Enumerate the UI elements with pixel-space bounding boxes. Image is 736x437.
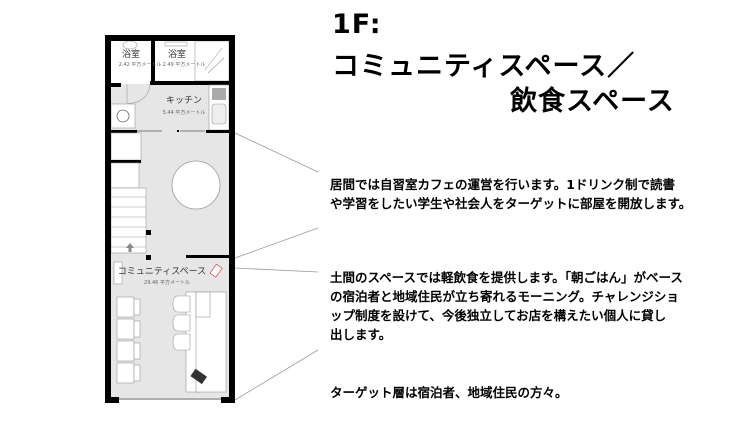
round-table bbox=[171, 160, 221, 210]
text-line: ップ制度を設けて、今後独立してお店を構えたい個人に貸し bbox=[330, 308, 667, 323]
text-line: 出します。 bbox=[330, 327, 392, 342]
description-living-room: 居間では自習室カフェの運営を行います。1ドリンク制で読書 や学習をしたい学生や社… bbox=[330, 175, 730, 213]
room-area-bath-2: 2.49 平方メートル bbox=[163, 61, 206, 68]
description-doma-space: 土間のスペースでは軽飲食を提供します。「朝ごはん」がベース の宿泊者と地域住民が… bbox=[330, 268, 730, 344]
community-furniture bbox=[113, 261, 227, 393]
page-title-floor: 1F: bbox=[332, 9, 382, 40]
text-line: 居間では自習室カフェの運営を行います。1ドリンク制で読書 bbox=[330, 177, 675, 192]
text-line: や学習をしたい学生や社会人をターゲットに部屋を開放します。 bbox=[330, 196, 692, 211]
room-label-community: コミュニティスペース bbox=[118, 266, 206, 277]
walls bbox=[105, 35, 235, 403]
leader-lines bbox=[234, 132, 319, 401]
kitchen bbox=[110, 84, 230, 133]
room-label-bath-1: 浴室 bbox=[122, 48, 140, 60]
page-title-line2: コミュニティスペース／ bbox=[332, 51, 636, 82]
text-line: の宿泊者と地域住民が立ち寄れるモーニング。チャレンジショ bbox=[330, 289, 679, 304]
room-area-community: 29.46 平方メートル bbox=[144, 279, 190, 286]
text-line: 土間のスペースでは軽飲食を提供します。「朝ごはん」がベース bbox=[330, 270, 683, 285]
room-label-kitchen: キッチン bbox=[166, 95, 202, 106]
description-target: ターゲット層は宿泊者、地域住民の方々。 bbox=[330, 383, 730, 402]
room-label-bath-2: 浴室 bbox=[168, 48, 186, 60]
room-labels: 浴室 浴室 2.42 平方メートル 2.49 平方メートル キッチン 5.44 … bbox=[118, 48, 206, 286]
room-area-bath-1: 2.42 平方メートル bbox=[119, 61, 162, 68]
text-line: ターゲット層は宿泊者、地域住民の方々。 bbox=[330, 385, 568, 400]
room-area-kitchen: 5.44 平方メートル bbox=[163, 109, 206, 116]
page-title-line3: 飲食スペース bbox=[510, 86, 675, 117]
stairs bbox=[110, 132, 151, 260]
